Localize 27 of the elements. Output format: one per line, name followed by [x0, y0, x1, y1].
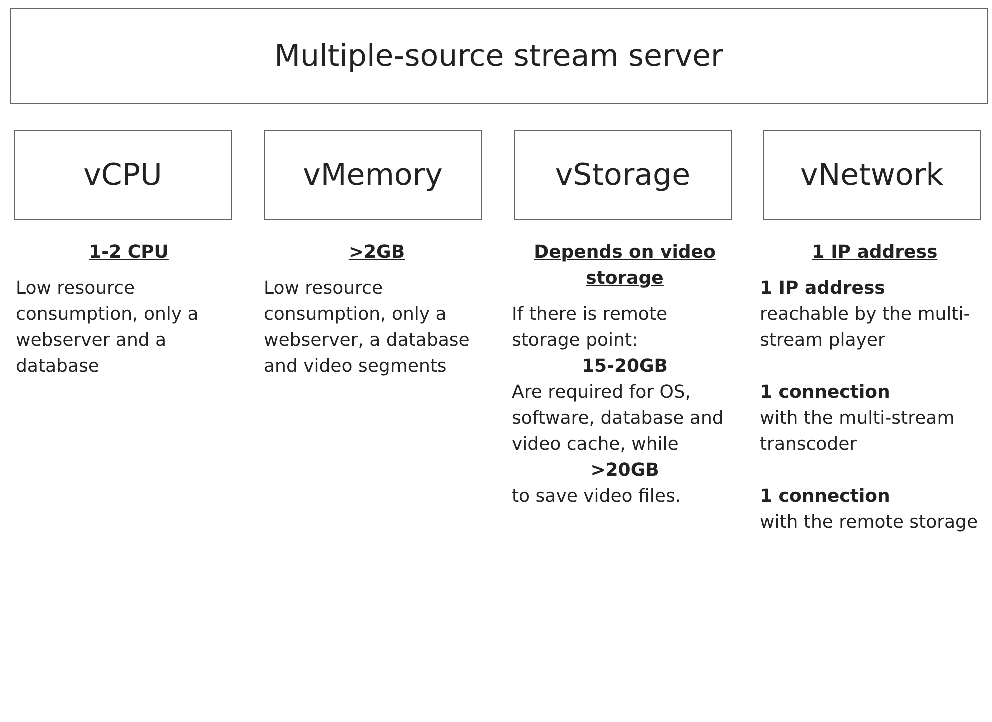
box-title: vNetwork [800, 158, 944, 192]
resource-box [763, 130, 981, 220]
resource-box [14, 130, 232, 220]
spec-heading: >2GB [348, 241, 406, 265]
spec-value: 15-20GB [580, 355, 670, 379]
spec-label: 1 connection [760, 381, 892, 405]
box-title: vStorage [555, 158, 691, 192]
spec-heading: 1-2 CPU [88, 241, 170, 265]
spec-heading: Depends on video storage [533, 241, 717, 291]
spec-text: reachable by the multi-stream player [760, 303, 972, 353]
spec-heading: 1 IP address [811, 241, 939, 265]
spec-text: Low resource consumption, only a webserver and a database [16, 277, 200, 379]
resource-box [514, 130, 732, 220]
spec-text: with the remote storage [760, 511, 980, 535]
spec-label: 1 IP address [760, 277, 886, 301]
spec-text: Are required for OS, software, database and video cache, while [512, 381, 725, 457]
spec-text: to save video files. [512, 485, 682, 509]
box-title: vCPU [84, 158, 162, 192]
spec-label: 1 connection [760, 485, 892, 509]
server-box [10, 8, 988, 104]
resource-box [264, 130, 482, 220]
spec-text: If there is remote storage point: [512, 303, 669, 353]
box-title: Multiple-source stream server [274, 38, 724, 74]
box-title: vMemory [303, 158, 443, 192]
spec-text: Low resource consumption, only a webserver, a database and video segments [264, 277, 471, 379]
spec-value: >20GB [590, 459, 660, 483]
spec-text: with the multi-stream transcoder [760, 407, 956, 457]
